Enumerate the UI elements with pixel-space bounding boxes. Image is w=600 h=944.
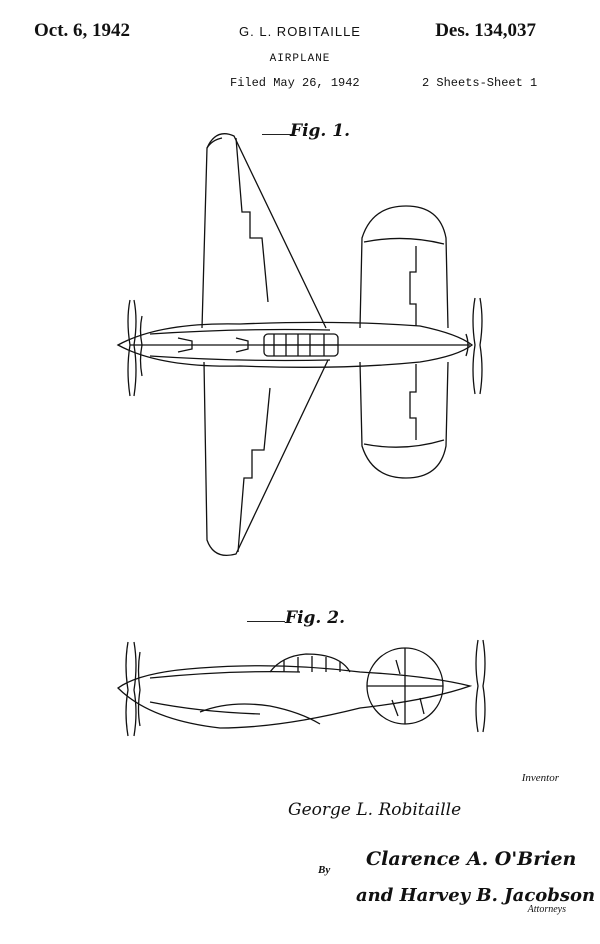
- fig1-label: Fig. 1.: [290, 121, 350, 141]
- filed-date: Filed May 26, 1942: [230, 76, 360, 90]
- patent-title: AIRPLANE: [269, 53, 331, 65]
- by-label: By: [318, 864, 331, 876]
- fig1-label-dash: [262, 134, 292, 135]
- attorney-signature-2: and Harvey B. Jacobson: [356, 885, 596, 906]
- fig2-label-dash: [247, 621, 285, 622]
- patent-date: Oct. 6, 1942: [34, 20, 131, 41]
- patent-number: Des. 134,037: [435, 20, 536, 41]
- attorneys-label: Attorneys: [527, 904, 566, 915]
- fig2-label: Fig. 2.: [285, 608, 345, 628]
- sheet-count: 2 Sheets-Sheet 1: [422, 76, 538, 90]
- inventor-signature: George L. Robitaille: [288, 800, 462, 820]
- inventor-name-header: G. L. ROBITAILLE: [239, 24, 361, 39]
- attorney-signature-1: Clarence A. O'Brien: [366, 848, 577, 870]
- inventor-label: Inventor: [521, 772, 559, 784]
